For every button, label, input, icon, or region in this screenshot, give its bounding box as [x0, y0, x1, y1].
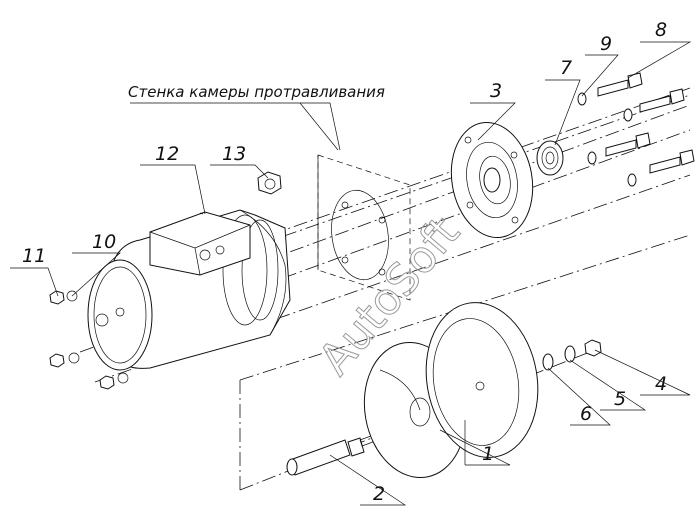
label-3: 3 [490, 80, 502, 102]
label-1: 1 [482, 443, 494, 465]
label-7: 7 [560, 57, 572, 79]
label-12: 12 [155, 143, 179, 165]
left-fasteners [49, 290, 129, 390]
right-fasteners [542, 339, 602, 371]
label-11: 11 [22, 245, 46, 267]
disc-1 [363, 302, 539, 479]
label-13: 13 [222, 143, 246, 165]
washers-9 [577, 92, 637, 187]
bearing-7 [536, 140, 564, 176]
bolts-8 [597, 72, 695, 174]
label-4: 4 [655, 373, 667, 395]
chamber-wall [317, 154, 411, 301]
label-5: 5 [614, 388, 626, 410]
motor [87, 209, 291, 371]
label-6: 6 [580, 403, 592, 425]
label-8: 8 [655, 19, 667, 41]
flange-3 [450, 121, 534, 239]
label-9: 9 [600, 33, 612, 55]
nut-13 [257, 171, 282, 195]
leader-lines [10, 41, 692, 506]
chamber-wall-caption: Стенка камеры протравливания [128, 83, 385, 101]
label-10: 10 [92, 231, 116, 253]
label-2: 2 [373, 483, 385, 505]
